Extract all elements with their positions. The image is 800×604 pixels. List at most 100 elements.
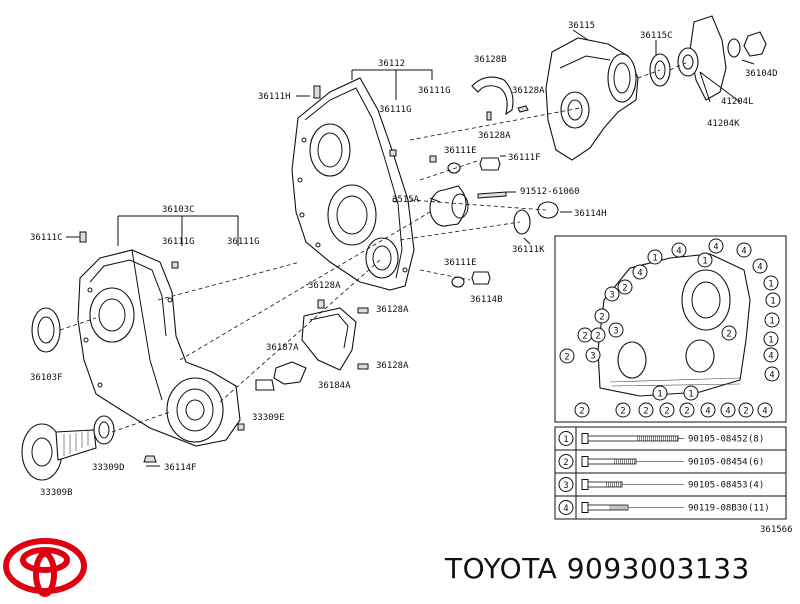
bolt-marker-label: 2 (726, 330, 731, 340)
bolt-marker-label: 1 (768, 336, 773, 346)
bolt-marker-2: 2 (577, 327, 593, 343)
bolt-marker-4: 4 (708, 238, 724, 254)
bolt-marker-label: 3 (613, 327, 618, 337)
bolt-marker-2: 2 (721, 325, 737, 341)
bolt-marker-3: 3 (604, 286, 620, 302)
bolt-marker-4: 4 (736, 242, 752, 258)
bolt-marker-label: 2 (684, 407, 689, 417)
bolt-marker-label: 2 (664, 407, 669, 417)
bolt-marker-4: 4 (752, 258, 768, 274)
bolt-marker-2: 2 (594, 308, 610, 324)
bolt-marker-1: 1 (697, 252, 713, 268)
bolt-marker-label: 2 (599, 313, 604, 323)
plug-36111H (313, 85, 321, 99)
footer-part-title: TOYOTA 9093003133 (445, 552, 750, 585)
bolt-91512 (477, 191, 507, 199)
label-36128A-d: 36128A (376, 305, 409, 315)
bolt-marker-label: 1 (652, 254, 657, 264)
bolt-marker-2: 2 (590, 327, 606, 343)
bolt-marker-label: 4 (705, 407, 710, 417)
bolt-marker-4: 4 (700, 402, 716, 418)
label-36111H: 36111H (258, 92, 291, 102)
diagram-code: 361566 (760, 525, 793, 535)
label-33309E: 33309E (252, 413, 285, 423)
bolt-marker-label: 1 (768, 280, 773, 290)
bolt-marker-2: 2 (638, 402, 654, 418)
label-36111E-a: 36111E (444, 146, 477, 156)
label-36111G-d: 36111G (227, 237, 260, 247)
bolt-marker-2: 2 (617, 279, 633, 295)
bolt-part-number: 90105-08453 (688, 481, 748, 491)
label-36111G-a: 36111G (379, 105, 412, 115)
bolt-number: 3 (563, 481, 568, 491)
bolt-head-icon (581, 502, 589, 513)
bolt-marker-label: 2 (620, 407, 625, 417)
bolt-marker-1: 1 (763, 331, 779, 347)
bolt-marker-label: 2 (582, 332, 587, 342)
plug-36114F (143, 455, 157, 463)
gear-3515A (429, 185, 469, 227)
seal-36111K (513, 209, 531, 235)
bolt-part-number: 90105-08452 (688, 435, 748, 445)
bolt-number: 4 (563, 504, 568, 514)
cover-36128B (471, 76, 514, 116)
label-3515A: 3515A (392, 195, 420, 205)
seal-36103F (31, 307, 61, 353)
label-33309D: 33309D (92, 463, 125, 473)
bolt-marker-4: 4 (632, 264, 648, 280)
bolt-marker-2: 2 (659, 402, 675, 418)
label-36112: 36112 (378, 59, 405, 69)
bolt-marker-1: 1 (647, 249, 663, 265)
part-number: 9093003133 (566, 552, 750, 585)
bolt-marker-label: 4 (713, 243, 718, 253)
bolt-marker-label: 4 (762, 407, 767, 417)
front-case-36103C (77, 249, 241, 447)
bolt-quantity: (11) (748, 504, 770, 514)
label-36128A-b: 36128A (478, 131, 511, 141)
label-33309B: 33309B (40, 488, 73, 498)
bolt-36128A-top (517, 105, 529, 113)
label-36184A: 36184A (318, 381, 351, 391)
bolt-head-icon (581, 433, 589, 444)
bolt-quantity: (8) (748, 435, 764, 445)
label-36115: 36115 (568, 21, 595, 31)
toyota-logo (3, 538, 87, 597)
bolt-marker-label: 3 (609, 291, 614, 301)
bolt-marker-label: 2 (564, 353, 569, 363)
bolt-marker-2: 2 (574, 402, 590, 418)
label-91512-61060: 91512-61060 (520, 187, 580, 197)
plug-36111C (79, 231, 87, 243)
bolt-marker-1: 1 (765, 292, 781, 308)
label-36128A-e: 36128A (376, 361, 409, 371)
label-36114F: 36114F (164, 463, 197, 473)
bolt-marker-label: 4 (757, 263, 762, 273)
bolt-number: 2 (563, 458, 568, 468)
cover-36184A (301, 307, 357, 371)
pin-36111G (389, 149, 397, 157)
label-41204K: 41204K (707, 119, 740, 129)
shaft-33309B (21, 423, 97, 481)
bolt-marker-label: 2 (622, 284, 627, 294)
bolt-marker-4: 4 (764, 366, 780, 382)
label-36111C: 36111C (30, 233, 63, 243)
nut-36104D (743, 31, 767, 57)
plug-36114B (471, 271, 491, 285)
label-36114B: 36114B (470, 295, 503, 305)
label-36114H: 36114H (574, 209, 607, 219)
label-41204L: 41204L (721, 97, 754, 107)
bolt-number: 1 (563, 435, 568, 445)
label-36111K: 36111K (512, 245, 545, 255)
bolt-marker-4: 4 (757, 402, 773, 418)
bolt-marker-3: 3 (608, 322, 624, 338)
bolt-marker-label: 1 (657, 390, 662, 400)
bolt-marker-label: 1 (702, 257, 707, 267)
bolt-marker-label: 4 (768, 352, 773, 362)
bolt-marker-label: 4 (637, 269, 642, 279)
bolt-marker-1: 1 (764, 312, 780, 328)
label-36128B: 36128B (474, 55, 507, 65)
washer-36111E (447, 162, 461, 174)
